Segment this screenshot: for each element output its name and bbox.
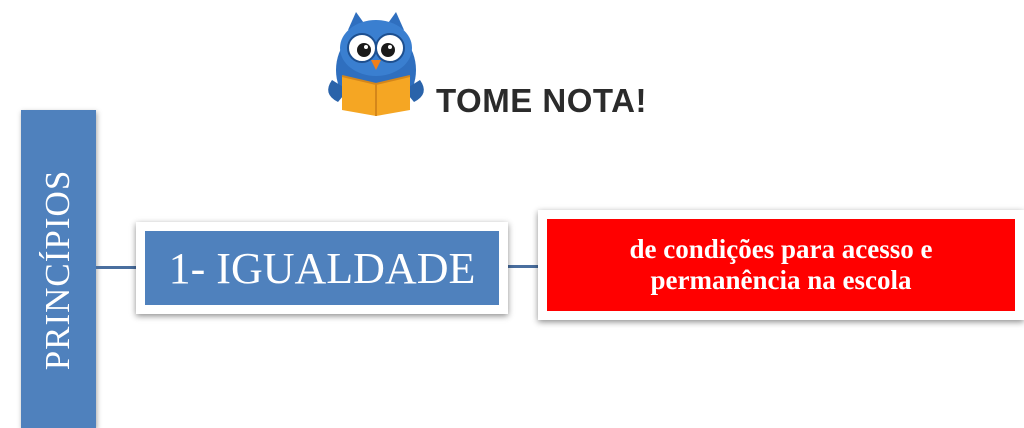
description-line: de condições para acesso e xyxy=(629,234,933,264)
owl-reading-icon xyxy=(318,10,434,118)
description-node: de condições para acesso e permanência n… xyxy=(538,210,1024,320)
description-line: permanência na escola xyxy=(650,265,912,295)
principios-label: PRINCÍPIOS xyxy=(38,169,77,371)
principios-box xyxy=(21,110,96,428)
tome-nota-title: TOME NOTA! xyxy=(436,82,647,119)
igualdade-node: 1- IGUALDADE xyxy=(136,222,508,314)
igualdade-label: 1- IGUALDADE xyxy=(168,243,476,293)
connector-line-left xyxy=(96,266,142,269)
connector-line-right xyxy=(508,265,550,268)
